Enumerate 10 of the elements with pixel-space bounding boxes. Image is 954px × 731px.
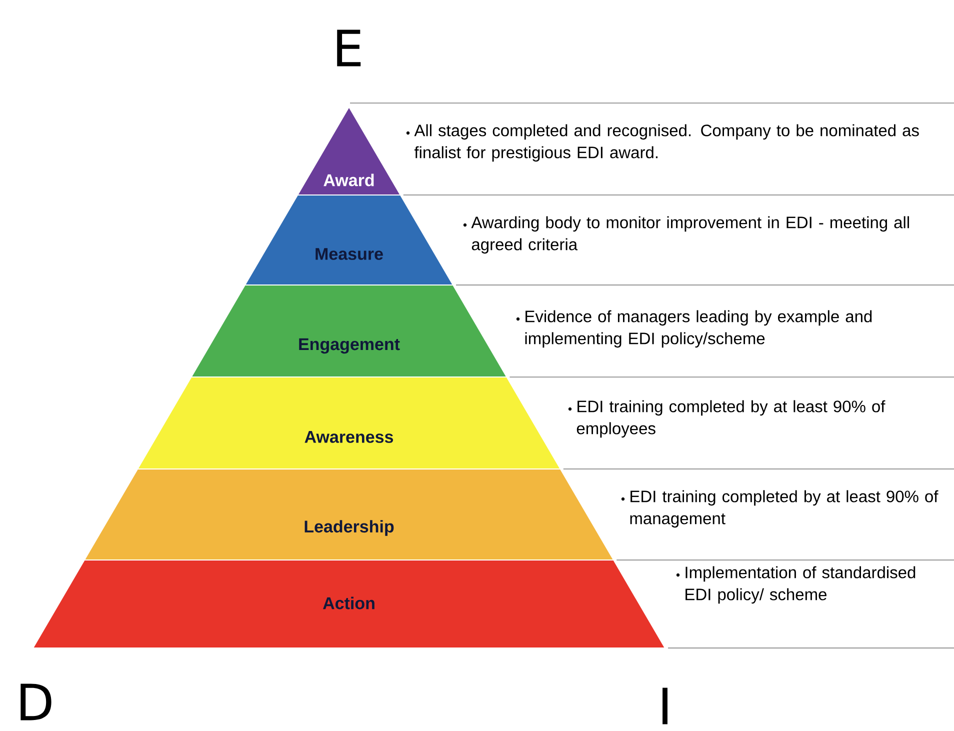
description-text: EDI training completed by at least 90% of employees: [568, 400, 886, 438]
description-text: Implementation of standardised EDI policy/ scheme: [676, 566, 916, 604]
description-text: All stages completed and recognised. Company to be nominated as finalist for prestigious EDI award.: [406, 124, 919, 162]
corner-letter: E: [337, 30, 361, 66]
description-text: Evidence of managers leading by example and implementing EDI policy/scheme: [516, 310, 872, 348]
corner-letter: I: [662, 688, 668, 724]
description-text: Awarding body to monitor improvement in EDI - meeting all agreed criteria: [463, 216, 909, 254]
pyramid-band: Leadership: [84, 468, 614, 560]
corner-letter: D: [20, 684, 52, 720]
description-text: EDI training completed by at least 90% of management: [621, 490, 938, 528]
